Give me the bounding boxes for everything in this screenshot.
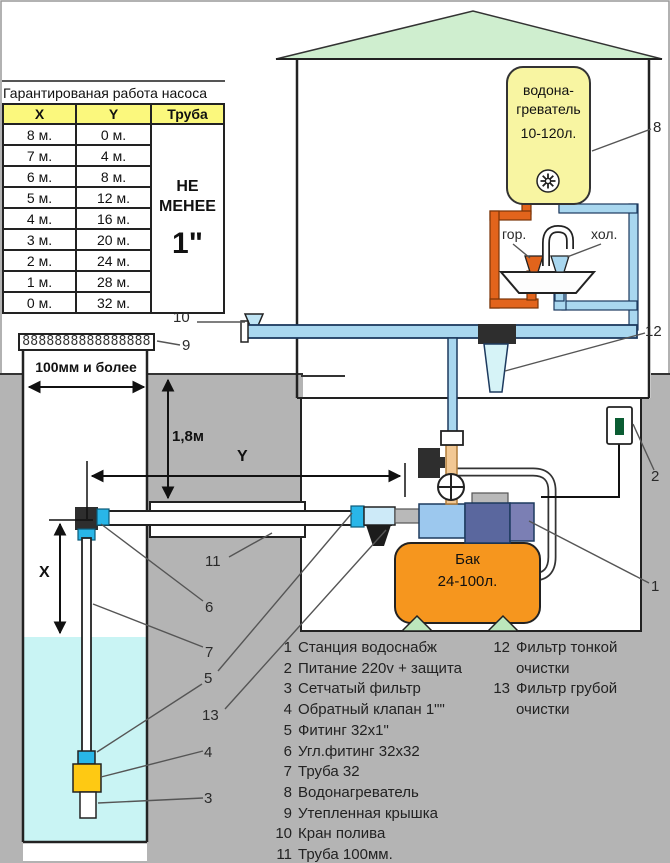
callout-check-valve: 4	[204, 744, 213, 761]
pressure-switch	[418, 448, 440, 478]
heater-label-line1: водона-	[523, 82, 574, 98]
callout-corner-fitting: 6	[205, 599, 214, 616]
cold-tap	[550, 255, 570, 273]
callout-pipe32: 7	[205, 644, 214, 661]
power-supply	[541, 406, 633, 498]
dim-y-label: Y	[237, 448, 248, 465]
inlet-fitting	[350, 505, 365, 528]
table-title: Гарантированая работа насоса	[2, 80, 225, 103]
pump-head	[418, 503, 466, 539]
hot-tap	[524, 255, 544, 273]
table-row: 0 м.32 м.	[2, 291, 224, 314]
pipe-requirement-cell: НЕ МЕНЕЕ 1"	[150, 123, 225, 314]
pipe-32-horizontal	[85, 510, 392, 526]
table-row: 1 м.28 м.	[2, 270, 224, 293]
pipe-note-line1: НЕ	[176, 177, 199, 195]
heater-element-icon	[536, 169, 560, 193]
pipe-end-flange	[240, 320, 249, 343]
legend-item: очистки	[516, 701, 570, 719]
tank-capacity: 24-100л.	[437, 573, 498, 590]
dim-x-label: X	[39, 564, 50, 581]
pump-inlet	[350, 505, 421, 546]
callout-garden-tap: 10	[173, 309, 190, 326]
table-row: 5 м.12 м.	[2, 186, 224, 209]
power-cable	[541, 444, 620, 498]
table-row: 4 м.16 м.	[2, 207, 224, 230]
bathroom-piping	[489, 202, 639, 331]
tank-foot	[400, 614, 434, 632]
heater-label-line2: греватель	[516, 101, 581, 117]
sink	[498, 271, 597, 294]
pump-body	[464, 502, 511, 544]
pipe-coupling	[440, 430, 464, 446]
callout-fitting: 5	[204, 670, 213, 687]
mesh-filter	[79, 791, 97, 819]
legend-item: очистки	[516, 659, 570, 677]
pump-performance-table: Гарантированая работа насоса X Y Труба 8…	[2, 80, 225, 314]
callout-coarse-filter: 13	[202, 707, 219, 724]
hot-water-label: гор.	[502, 226, 527, 242]
table-row: 2 м.24 м.	[2, 249, 224, 272]
heater-label: водона- греватель	[507, 81, 590, 119]
cold-riser	[628, 203, 639, 331]
callout-heater: 8	[653, 119, 662, 136]
heater-capacity: 10-120л.	[520, 125, 577, 141]
callout-power: 2	[651, 468, 660, 485]
table-row: 8 м. 0 м. НЕ МЕНЕЕ 1"	[2, 123, 225, 314]
leader-lines	[92, 128, 655, 804]
check-valve	[72, 763, 102, 793]
house	[275, 10, 663, 399]
tank-foot	[486, 614, 520, 632]
callout-fine-filter: 12	[645, 323, 662, 340]
coarse-filter	[366, 525, 391, 546]
water-heater	[506, 66, 591, 205]
dimensions	[27, 378, 406, 635]
pipe-32-vertical	[81, 537, 92, 754]
callout-pipe100: 11	[205, 553, 221, 570]
callout-cover: 9	[182, 337, 191, 354]
callout-station: 1	[651, 578, 660, 595]
underground-piping	[72, 501, 392, 819]
cold-water-label: хол.	[591, 226, 618, 242]
table-row: 3 м.20 м.	[2, 228, 224, 251]
dim-depth-label: 1,8м	[172, 428, 204, 445]
col-header-pipe: Труба	[150, 103, 225, 125]
fine-filter	[478, 324, 516, 393]
tank-label: Бак	[455, 551, 480, 568]
col-header-y: Y	[75, 103, 152, 125]
table-row: 6 м.8 м.	[2, 165, 224, 188]
pipe-note-line2: МЕНЕЕ	[159, 197, 216, 215]
table-row: 7 м.4 м.	[2, 144, 224, 167]
insulated-cover: 8888888888888888	[18, 333, 155, 351]
basement-riser	[447, 337, 458, 434]
pipe-size: 1"	[172, 226, 203, 260]
bottom-fitting	[77, 750, 96, 765]
callout-mesh-filter: 3	[204, 790, 213, 807]
main-supply-pipe	[240, 313, 638, 434]
col-header-x: X	[2, 103, 77, 125]
dim-width-label: 100мм и более	[35, 359, 137, 375]
roof	[275, 10, 663, 60]
